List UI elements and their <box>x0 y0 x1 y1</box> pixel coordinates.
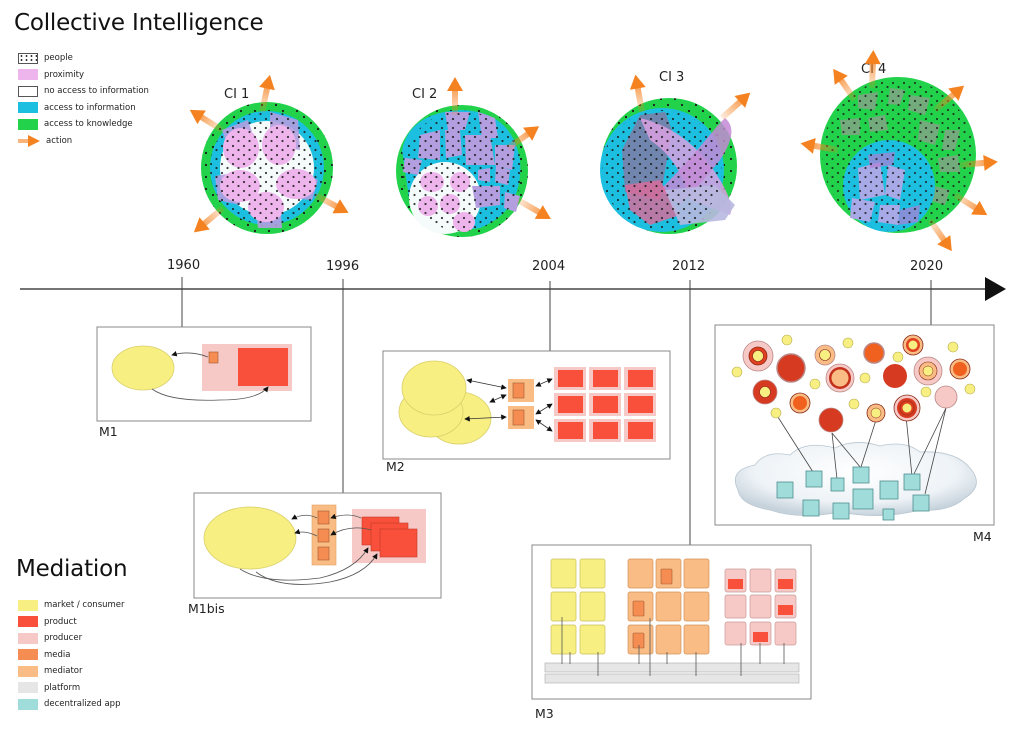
producer-swatch-icon <box>18 632 38 644</box>
proximity-swatch-icon <box>18 69 38 81</box>
ci-legend-label: proximity <box>44 69 85 80</box>
dapp-swatch-icon <box>18 698 38 710</box>
timeline-axis <box>20 277 1006 545</box>
model-label-m4: M4 <box>973 529 992 544</box>
timeline-year-label: 1960 <box>167 258 201 273</box>
mediation-legend-item-media: media <box>18 647 125 664</box>
people-swatch-icon <box>18 52 38 64</box>
mediator-swatch-icon <box>18 665 38 677</box>
model-m1bis-diagram <box>193 492 442 599</box>
m2-product-grid <box>554 367 656 442</box>
ci-stage-label: CI 3 <box>659 70 685 85</box>
ci-3-globe <box>600 73 756 234</box>
mediation-legend-label: market / consumer <box>44 600 125 611</box>
ci-stage-label: CI 2 <box>412 87 438 102</box>
mediation-legend-item-platform: platform <box>18 680 125 697</box>
mediation-legend-label: media <box>44 649 71 660</box>
collective-intelligence-title: Collective Intelligence <box>14 10 264 36</box>
ci-legend-item-information: access to information <box>18 100 149 117</box>
mediation-legend-item-product: product <box>18 614 125 631</box>
ci-legend-label: access to information <box>44 102 136 113</box>
ci-1-globe <box>185 73 353 239</box>
ci-legend-label: people <box>44 53 73 64</box>
platform-swatch-icon <box>18 682 38 694</box>
m4-nodes <box>731 334 976 433</box>
mediation-legend-item-market: market / consumer <box>18 597 125 614</box>
no-access-swatch-icon <box>18 85 38 97</box>
mediation-legend-label: mediator <box>44 666 83 677</box>
market-swatch-icon <box>18 599 38 611</box>
model-m2-diagram <box>382 350 671 460</box>
action-arrow-icon <box>18 134 40 147</box>
information-swatch-icon <box>18 102 38 114</box>
ci-legend-item-people: people <box>18 50 149 67</box>
mediation-legend-label: platform <box>44 682 81 693</box>
mediation-legend-label: product <box>44 616 77 627</box>
mediation-title: Mediation <box>16 556 128 582</box>
ci-stage-label: CI 4 <box>861 62 887 77</box>
model-m3-diagram <box>531 544 812 700</box>
ci-legend-label: no access to information <box>44 86 149 97</box>
model-m4-diagram <box>714 324 995 526</box>
mediation-legend-item-dapp: decentralized app <box>18 696 125 713</box>
mediation-legend: market / consumer product producer media… <box>18 597 125 713</box>
ci-legend: people proximity no access to informatio… <box>18 50 149 149</box>
timeline-year-label: 2004 <box>532 259 566 274</box>
ci-legend-item-action: action <box>18 133 149 150</box>
media-swatch-icon <box>18 649 38 661</box>
mediation-legend-label: decentralized app <box>44 699 121 710</box>
ci-legend-item-knowledge: access to knowledge <box>18 116 149 133</box>
ci-legend-item-proximity: proximity <box>18 67 149 84</box>
model-label-m1bis: M1bis <box>188 601 225 616</box>
model-label-m2: M2 <box>386 459 405 474</box>
knowledge-swatch-icon <box>18 118 38 130</box>
model-label-m3: M3 <box>535 706 554 721</box>
ci-stage-label: CI 1 <box>224 87 250 102</box>
timeline-year-label: 1996 <box>326 259 360 274</box>
model-label-m1: M1 <box>99 424 118 439</box>
mediation-legend-item-mediator: mediator <box>18 663 125 680</box>
timeline-year-label: 2020 <box>910 259 944 274</box>
ci-4-globe <box>799 49 999 256</box>
ci-legend-item-no-access: no access to information <box>18 83 149 100</box>
product-swatch-icon <box>18 616 38 628</box>
mediation-legend-item-producer: producer <box>18 630 125 647</box>
timeline-year-label: 2012 <box>672 259 706 274</box>
ci-legend-label: access to knowledge <box>44 119 133 130</box>
model-m1-diagram <box>96 326 312 422</box>
ci-legend-label: action <box>46 135 73 146</box>
mediation-legend-label: producer <box>44 633 83 644</box>
